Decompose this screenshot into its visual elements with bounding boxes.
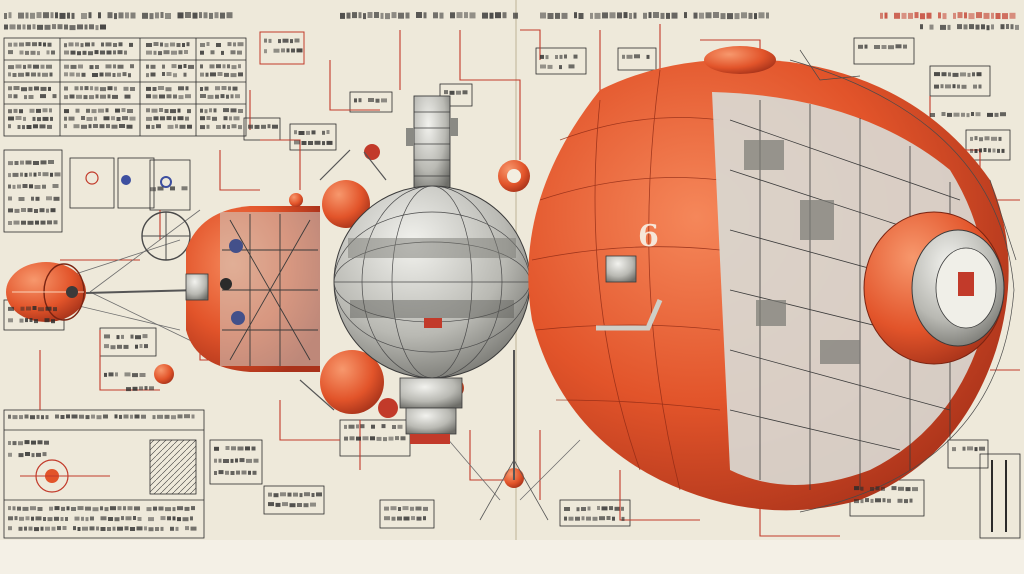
antennas	[299, 149, 549, 521]
main-hull: 6	[528, 46, 1017, 513]
spec-table-top-left	[3, 37, 247, 137]
hull-mark: 6	[638, 219, 659, 254]
antenna-rod-left	[85, 289, 201, 294]
paper-bottom-margin	[0, 540, 1024, 574]
central-tower	[406, 95, 515, 480]
central-sphere	[333, 185, 531, 444]
aft-module-left	[185, 206, 320, 372]
annotation-boxes-top	[243, 31, 657, 151]
guidance-ring	[141, 211, 191, 261]
annotation-boxes-right	[379, 37, 1021, 539]
heading-glyph-rows	[4, 12, 1019, 31]
annotation-glyphs	[8, 38, 1006, 532]
end-capsule-left	[6, 262, 86, 322]
schematic-bottom-left	[3, 409, 411, 539]
